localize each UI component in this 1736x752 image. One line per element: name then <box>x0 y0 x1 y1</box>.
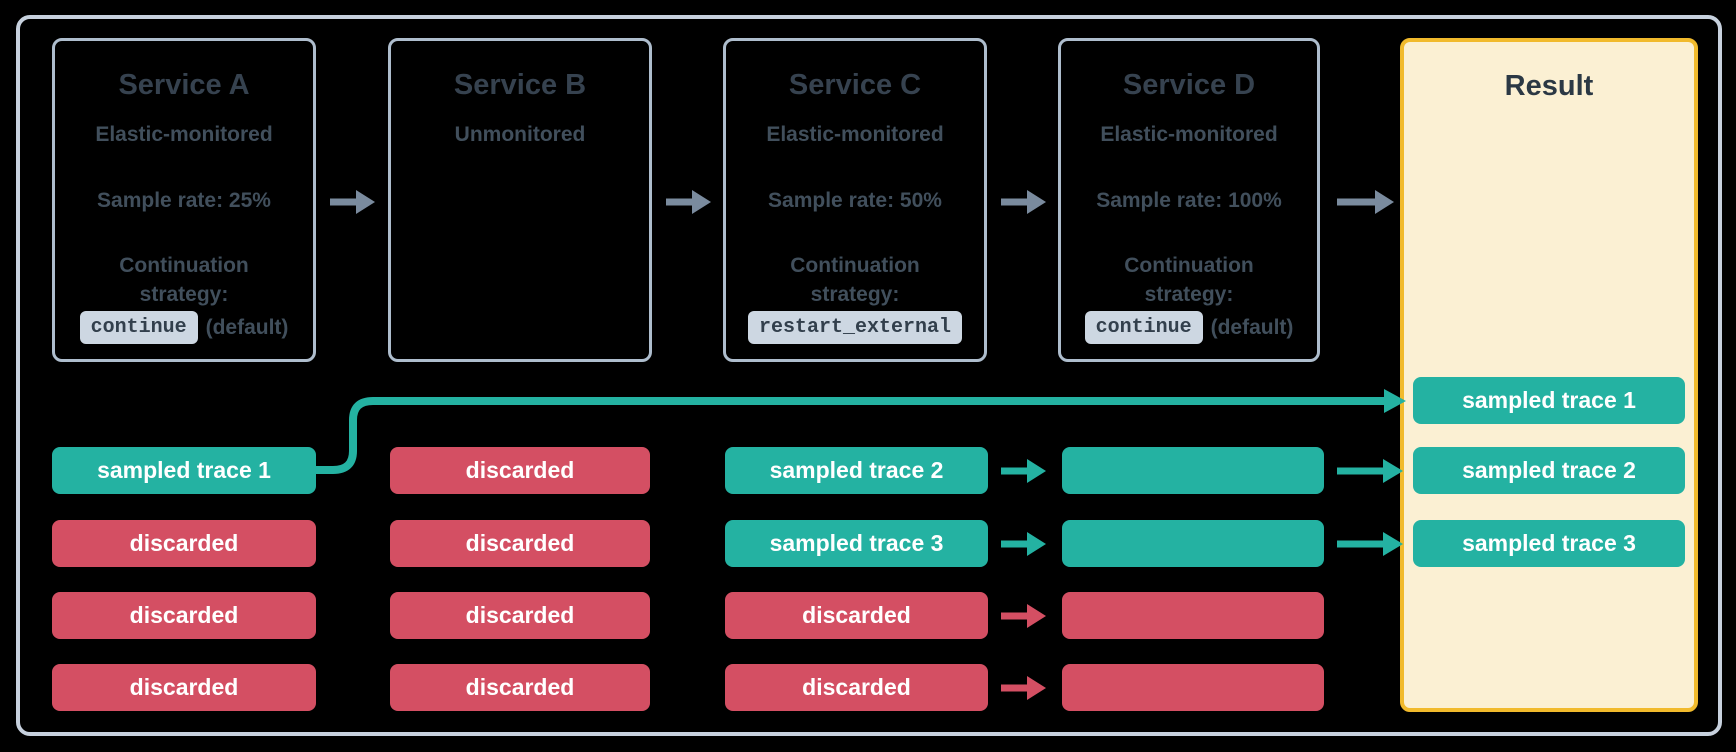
service-a-sample-rate: Sample rate: 25% <box>97 189 271 212</box>
trace-pill: discarded <box>390 592 650 639</box>
trace-arrow-sampled-icon <box>1001 459 1046 483</box>
service-a-strategy-label: Continuation strategy: <box>119 254 249 306</box>
trace-pill: discarded <box>725 664 988 711</box>
trace-pill: discarded <box>52 664 316 711</box>
trace-arrow-discarded-icon <box>1001 676 1046 700</box>
service-d-box: Service D Elastic-monitored Sample rate:… <box>1058 38 1320 362</box>
trace-pill: discarded <box>390 447 650 494</box>
trace-pill: discarded <box>725 592 988 639</box>
trace-arrow-sampled-icon <box>1337 459 1403 483</box>
service-a-title: Service A <box>118 69 250 101</box>
service-d-sample-rate: Sample rate: 100% <box>1096 189 1282 212</box>
service-c-sample-rate: Sample rate: 50% <box>768 189 942 212</box>
service-d-title: Service D <box>1122 69 1256 101</box>
service-d-strategy-label: Continuation strategy: <box>1124 254 1254 306</box>
diagram-outer-frame <box>16 15 1722 736</box>
service-b-title: Service B <box>453 69 587 101</box>
trace-bar <box>1062 592 1324 639</box>
service-b-subtitle: Unmonitored <box>454 123 586 146</box>
service-d-strategy-suffix: (default) <box>1210 315 1294 339</box>
service-d-strategy-code: continue <box>1084 311 1203 344</box>
service-d-strategy-value: continue (default) <box>1061 311 1317 344</box>
service-a-box: Service A Elastic-monitored Sample rate:… <box>52 38 316 362</box>
service-c-strategy-value: restart_external <box>726 311 984 344</box>
trace-pill: discarded <box>52 592 316 639</box>
service-d-subtitle: Elastic-monitored <box>1100 123 1278 146</box>
trace-pill: sampled trace 3 <box>725 520 988 567</box>
arrow-right-icon <box>666 190 711 214</box>
trace-arrow-sampled-icon <box>1337 532 1403 556</box>
service-b-box: Service B Unmonitored <box>388 38 652 362</box>
trace-bar <box>1062 520 1324 567</box>
service-c-strategy-label: Continuation strategy: <box>790 254 920 306</box>
trace-pill: sampled trace 1 <box>52 447 316 494</box>
trace-arrow-sampled-icon <box>1001 532 1046 556</box>
arrow-right-icon <box>1001 190 1046 214</box>
service-a-strategy-value: continue (default) <box>55 311 313 344</box>
trace-pill: sampled trace 2 <box>725 447 988 494</box>
trace-arrow-discarded-icon <box>1001 604 1046 628</box>
result-trace-pill: sampled trace 2 <box>1413 447 1685 494</box>
service-c-title: Service C <box>788 69 922 101</box>
trace-bar <box>1062 664 1324 711</box>
result-trace-pill: sampled trace 1 <box>1413 377 1685 424</box>
service-c-subtitle: Elastic-monitored <box>766 123 944 146</box>
trace-pill: discarded <box>52 520 316 567</box>
result-trace-pill: sampled trace 3 <box>1413 520 1685 567</box>
service-c-box: Service C Elastic-monitored Sample rate:… <box>723 38 987 362</box>
service-a-strategy-suffix: (default) <box>205 315 289 339</box>
arrow-right-icon <box>1337 190 1394 214</box>
trace-bar <box>1062 447 1324 494</box>
result-box: Result <box>1400 38 1698 712</box>
trace-pill: discarded <box>390 664 650 711</box>
trace-pill: discarded <box>390 520 650 567</box>
service-c-strategy-code: restart_external <box>747 311 963 344</box>
arrow-right-icon <box>330 190 375 214</box>
service-a-subtitle: Elastic-monitored <box>95 123 273 146</box>
service-a-strategy-code: continue <box>79 311 198 344</box>
result-title: Result <box>1504 70 1594 102</box>
